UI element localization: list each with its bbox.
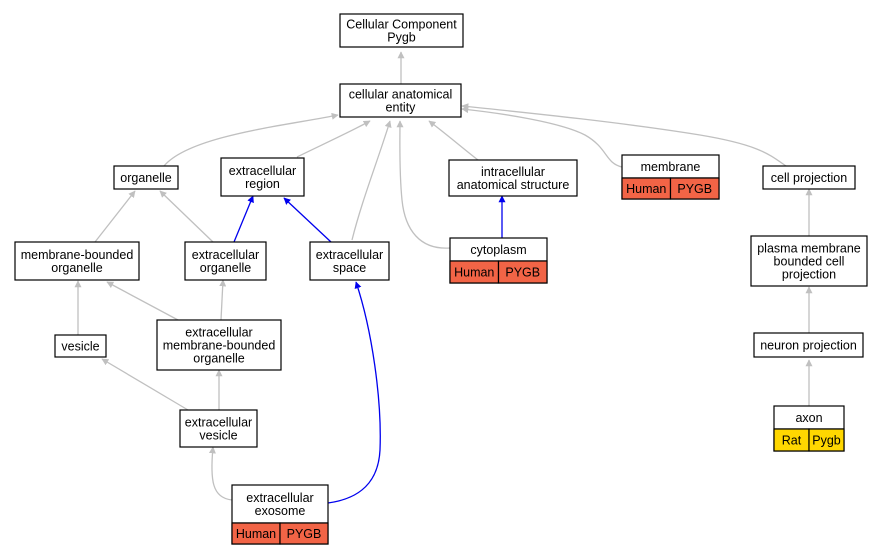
edge-ecspace-to-cae [351, 120, 392, 241]
node-label-line: organelle [120, 171, 171, 185]
node-label-line: Pygb [387, 31, 416, 45]
edge-ecorg-to-organelle [159, 190, 214, 243]
edge-cellproj-to-cae [461, 103, 787, 167]
node-box [220, 157, 305, 197]
tag-label-pygb: PYGB [677, 182, 712, 196]
node-box [179, 409, 258, 448]
edge-mbo-to-organelle [94, 190, 136, 243]
node-box [156, 319, 282, 371]
edge-ecvesicle-to-vesicle [101, 358, 189, 411]
edge-exosome-to-ecvesicle [208, 446, 233, 501]
node-label-line: vesicle [61, 340, 99, 354]
node-label-line: organelle [200, 261, 251, 275]
node-label-line: extracellular [229, 164, 296, 178]
tag-label-rat: Rat [782, 434, 802, 448]
node-label-line: extracellular [316, 248, 383, 262]
node-cell-projection[interactable]: cell projection [762, 165, 856, 190]
tag-cell-pygb [497, 260, 548, 284]
edge-ecmbo-to-ecorg [219, 279, 227, 321]
edge-exosome-to-ecspace [327, 281, 381, 504]
edges-layer [74, 51, 813, 504]
tag-label-human: Human [236, 527, 276, 541]
edge-ias-to-cae [428, 120, 479, 161]
tag-label-human: Human [626, 182, 666, 196]
node-box [448, 159, 578, 197]
node-label-line: organelle [51, 261, 102, 275]
edge-ecorg-to-ecregion [233, 195, 254, 243]
node-label-line: vesicle [199, 429, 237, 443]
tag-label-pygb: PYGB [505, 266, 540, 280]
node-box [339, 13, 464, 48]
node-label-line: Cellular Component [346, 18, 457, 32]
node-label-line: anatomical structure [457, 178, 570, 192]
node-box [750, 235, 868, 287]
edge-ecregion-to-cae [296, 120, 371, 158]
edge-ecspace-to-ecregion [283, 197, 332, 243]
tag-label-pygb: Pygb [812, 434, 841, 448]
node-label-line: organelle [193, 352, 244, 366]
tag-cell-pygb [669, 177, 720, 200]
node-label-line: axon [795, 411, 822, 425]
node-label-line: region [245, 177, 280, 191]
node-label-line: bounded cell [774, 255, 845, 269]
node-box [339, 83, 462, 118]
node-label-line: extracellular [192, 248, 259, 262]
node-box [753, 332, 864, 358]
node-vesicle[interactable]: vesicle [54, 334, 107, 358]
node-label-line: cytoplasm [470, 243, 526, 257]
edge-ecmbo-to-mbo [106, 281, 179, 321]
node-label-line: neuron projection [760, 339, 857, 353]
node-box [14, 241, 140, 281]
node-label-line: exosome [255, 504, 306, 518]
node-label-line: cellular anatomical [349, 88, 453, 102]
node-box [113, 165, 179, 190]
node-label-line: extracellular [185, 416, 252, 430]
tag-cell-pygb [808, 428, 845, 452]
edge-organelle-to-cae [163, 112, 339, 167]
node-label-line: intracellular [481, 165, 545, 179]
tag-label-pygb: PYGB [287, 527, 322, 541]
node-box [309, 241, 390, 281]
edge-membrane-to-cae [461, 106, 623, 168]
node-label-line: cell projection [771, 171, 847, 185]
node-label-line: membrane [641, 160, 701, 174]
node-label-line: entity [386, 101, 417, 115]
node-label-line: membrane-bounded [21, 248, 134, 262]
tag-label-human: Human [454, 266, 494, 280]
node-box [762, 165, 856, 190]
node-label-line: projection [782, 268, 836, 282]
node-box [184, 241, 267, 281]
node-label-line: membrane-bounded [163, 339, 276, 353]
edge-cytoplasm-to-cae [396, 120, 451, 249]
node-organelle[interactable]: organelle [113, 165, 179, 190]
node-box [54, 334, 107, 358]
node-label-line: extracellular [185, 326, 252, 340]
node-label-line: space [333, 261, 366, 275]
node-label-line: plasma membrane [757, 242, 861, 256]
tag-cell-pygb [279, 522, 329, 545]
node-label-line: extracellular [246, 491, 313, 505]
node-neuron-projection[interactable]: neuron projection [753, 332, 864, 358]
